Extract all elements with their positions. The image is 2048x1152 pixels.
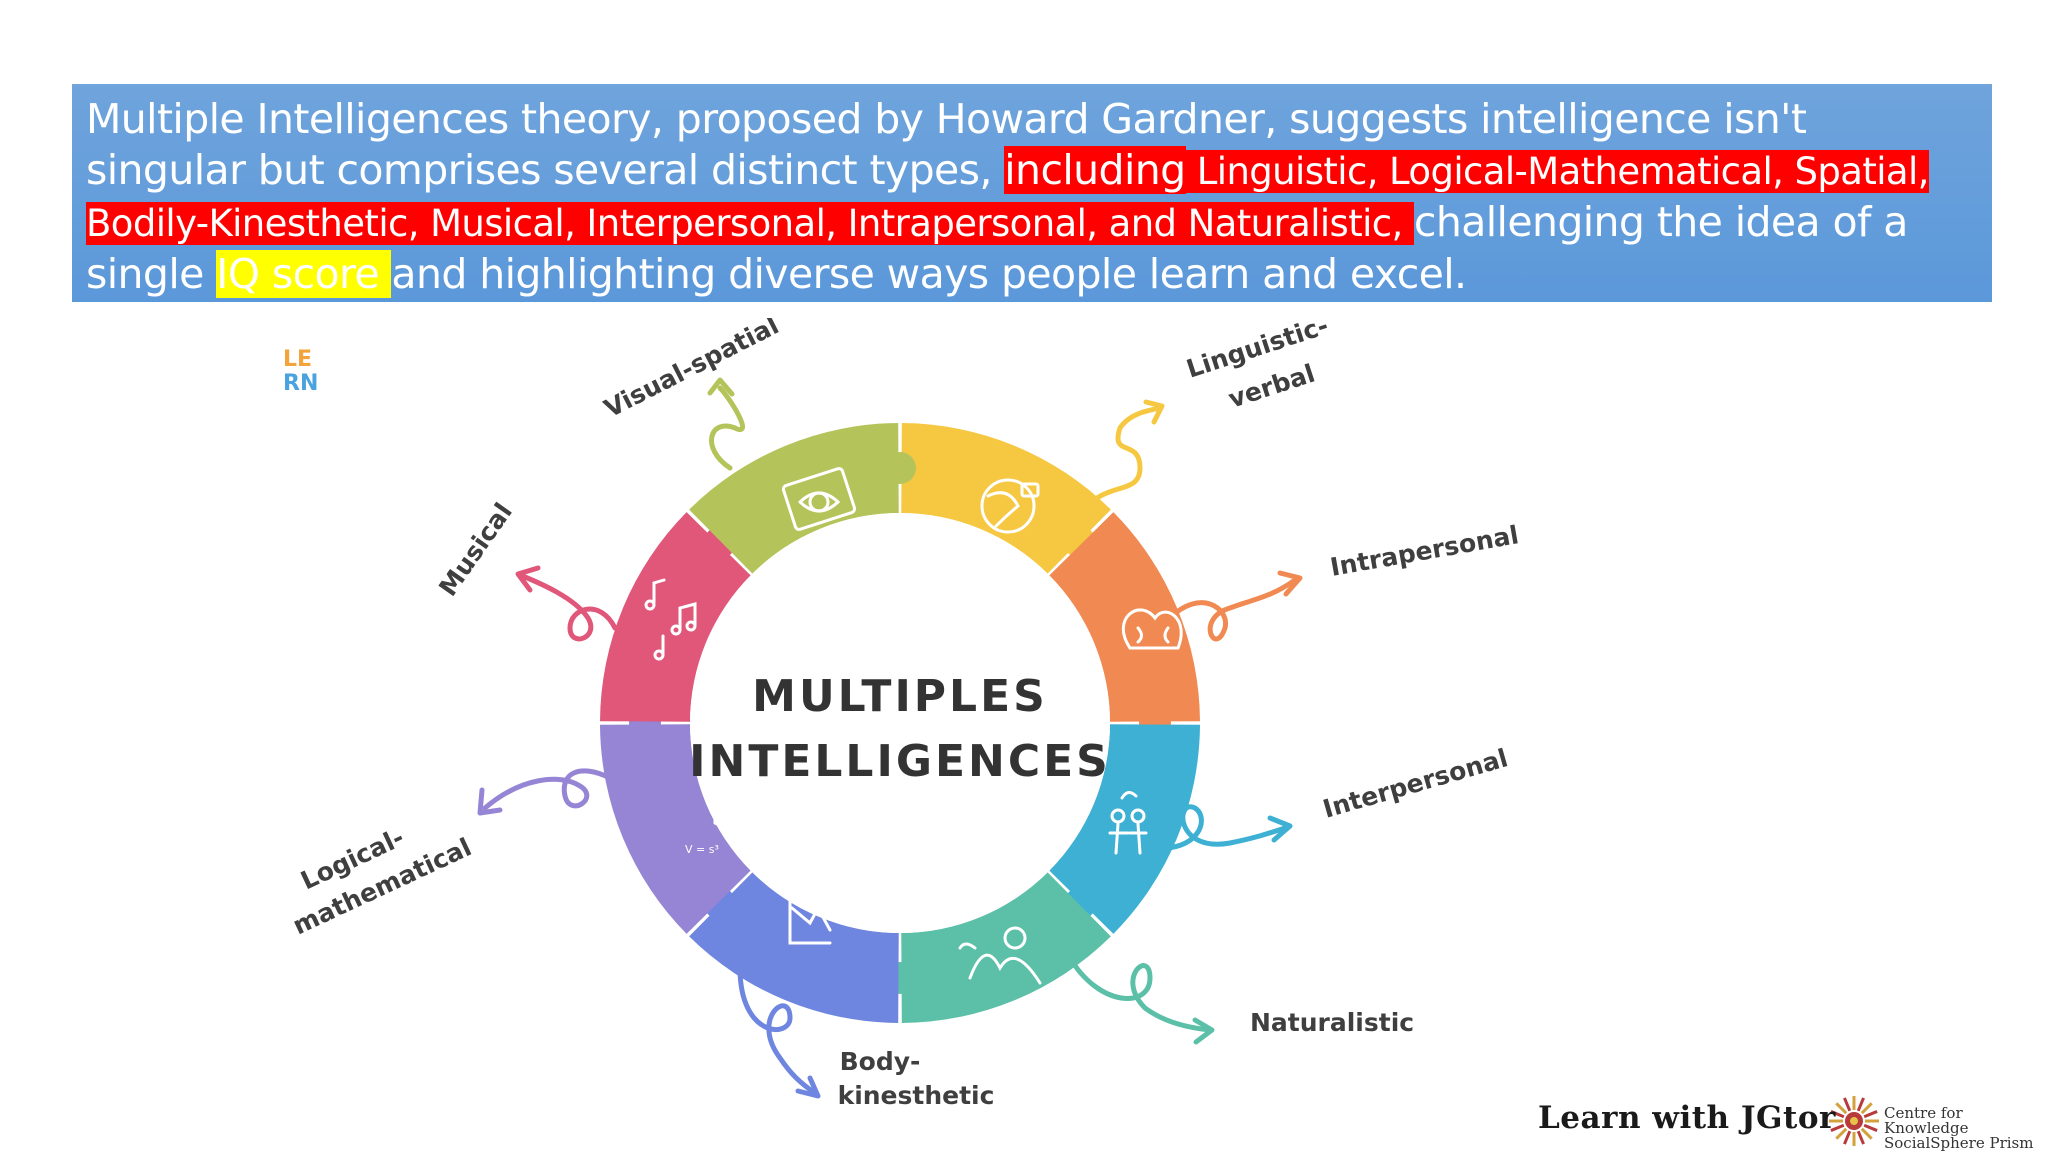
wheel-ring xyxy=(600,423,1200,1023)
sunburst-ray xyxy=(1860,1127,1873,1140)
mountain-sun-icon xyxy=(958,926,1042,985)
eye-window-icon xyxy=(781,467,857,531)
center-title-line2: INTELLIGENCES xyxy=(689,736,1111,787)
ring-segment-naturalistic xyxy=(901,872,1111,1023)
highlight-including: including xyxy=(1004,146,1186,194)
sunburst-ray xyxy=(1843,1130,1852,1145)
sunburst-ray xyxy=(1830,1110,1845,1119)
arrow-logical xyxy=(482,768,613,811)
label-body-1: Body- xyxy=(840,1047,921,1076)
head-profile-icon xyxy=(1121,608,1183,650)
footer-org: Centre for Knowledge SocialSphere Prism xyxy=(1884,1106,2048,1151)
sunburst-ray xyxy=(1835,1102,1848,1115)
wheel-svg: MULTIPLES INTELLIGENCES xyxy=(288,318,1521,1110)
sunburst-ray xyxy=(1863,1123,1878,1132)
lern-logo: LE RN xyxy=(283,348,318,396)
banner-text-3: and highlighting diverse ways people lea… xyxy=(391,250,1467,298)
summary-banner: Multiple Intelligences theory, proposed … xyxy=(72,84,1992,302)
people-talking-icon xyxy=(1108,791,1148,855)
sunburst-ray xyxy=(1856,1097,1865,1112)
ring-segment-bodily xyxy=(689,872,899,1023)
ring-segment-logical xyxy=(600,724,751,934)
multiple-intelligences-wheel: MULTIPLES INTELLIGENCES xyxy=(270,318,1710,1152)
lern-logo-line1: LE xyxy=(283,347,313,372)
ring-segment-intrapersonal xyxy=(1049,512,1200,722)
ring-segment-musical xyxy=(600,512,751,722)
arrow-naturalistic xyxy=(1067,955,1213,1033)
arrow-linguistic xyxy=(1077,405,1163,521)
label-musical: Musical xyxy=(433,498,518,602)
footer-brand: Learn with JGtor xyxy=(1538,1100,1836,1136)
banner-text-2: challenging the idea of a single xyxy=(86,198,1908,298)
arrow-head-bodily xyxy=(795,1075,821,1099)
lern-logo-line2: RN xyxy=(283,371,319,396)
arrow-bodily xyxy=(737,965,818,1096)
sunburst-logo-icon xyxy=(1829,1096,1879,1146)
arrow-head-musical xyxy=(515,565,541,593)
ring-segment-linguistic xyxy=(901,423,1111,574)
label-visual-spatial: Visual-spatial xyxy=(600,318,784,423)
arrow-head-logical xyxy=(477,787,503,816)
arrow-head-interpersonal xyxy=(1267,815,1293,843)
banner-text-1: Multiple Intelligences theory, proposed … xyxy=(86,95,1807,194)
sunburst-ray xyxy=(1835,1127,1848,1140)
arrow-head-visual-spatial xyxy=(707,377,735,397)
label-interpersonal: Interpersonal xyxy=(1320,743,1511,823)
sunburst-ray xyxy=(1860,1102,1873,1115)
logic-formula: V = s³ xyxy=(685,843,719,856)
arrow-visual-spatial xyxy=(709,385,745,471)
label-body-2: kinesthetic xyxy=(838,1081,995,1110)
arrow-musical xyxy=(517,572,618,642)
arrow-interpersonal xyxy=(1147,804,1288,851)
sunburst-ray xyxy=(1843,1097,1852,1112)
cube-icon xyxy=(713,778,767,838)
sunburst-ray xyxy=(1856,1130,1865,1145)
wheel-center xyxy=(690,513,1110,933)
label-naturalistic: Naturalistic xyxy=(1250,1008,1414,1037)
sunburst-ray xyxy=(1863,1110,1878,1119)
puzzle-knob-visual xyxy=(884,452,916,484)
arrow-head-intrapersonal xyxy=(1277,570,1303,597)
label-intrapersonal: Intrapersonal xyxy=(1328,520,1521,582)
footer-org-line1: Centre for Knowledge xyxy=(1884,1104,1969,1137)
ring-segment-interpersonal xyxy=(1049,724,1200,934)
arrow-head-naturalistic xyxy=(1192,1017,1215,1045)
highlight-iq-score: IQ score xyxy=(216,250,392,298)
globe-icon xyxy=(980,478,1040,534)
climbing-figure-icon xyxy=(788,886,832,945)
arrow-head-linguistic xyxy=(1143,399,1165,425)
music-notes-icon xyxy=(644,578,697,661)
ring-segment-visual xyxy=(689,423,899,574)
center-title-line1: MULTIPLES xyxy=(752,671,1048,722)
arrow-intrapersonal xyxy=(1167,577,1298,642)
sunburst-ray xyxy=(1830,1123,1845,1132)
footer-org-line2: SocialSphere Prism xyxy=(1884,1134,2034,1152)
